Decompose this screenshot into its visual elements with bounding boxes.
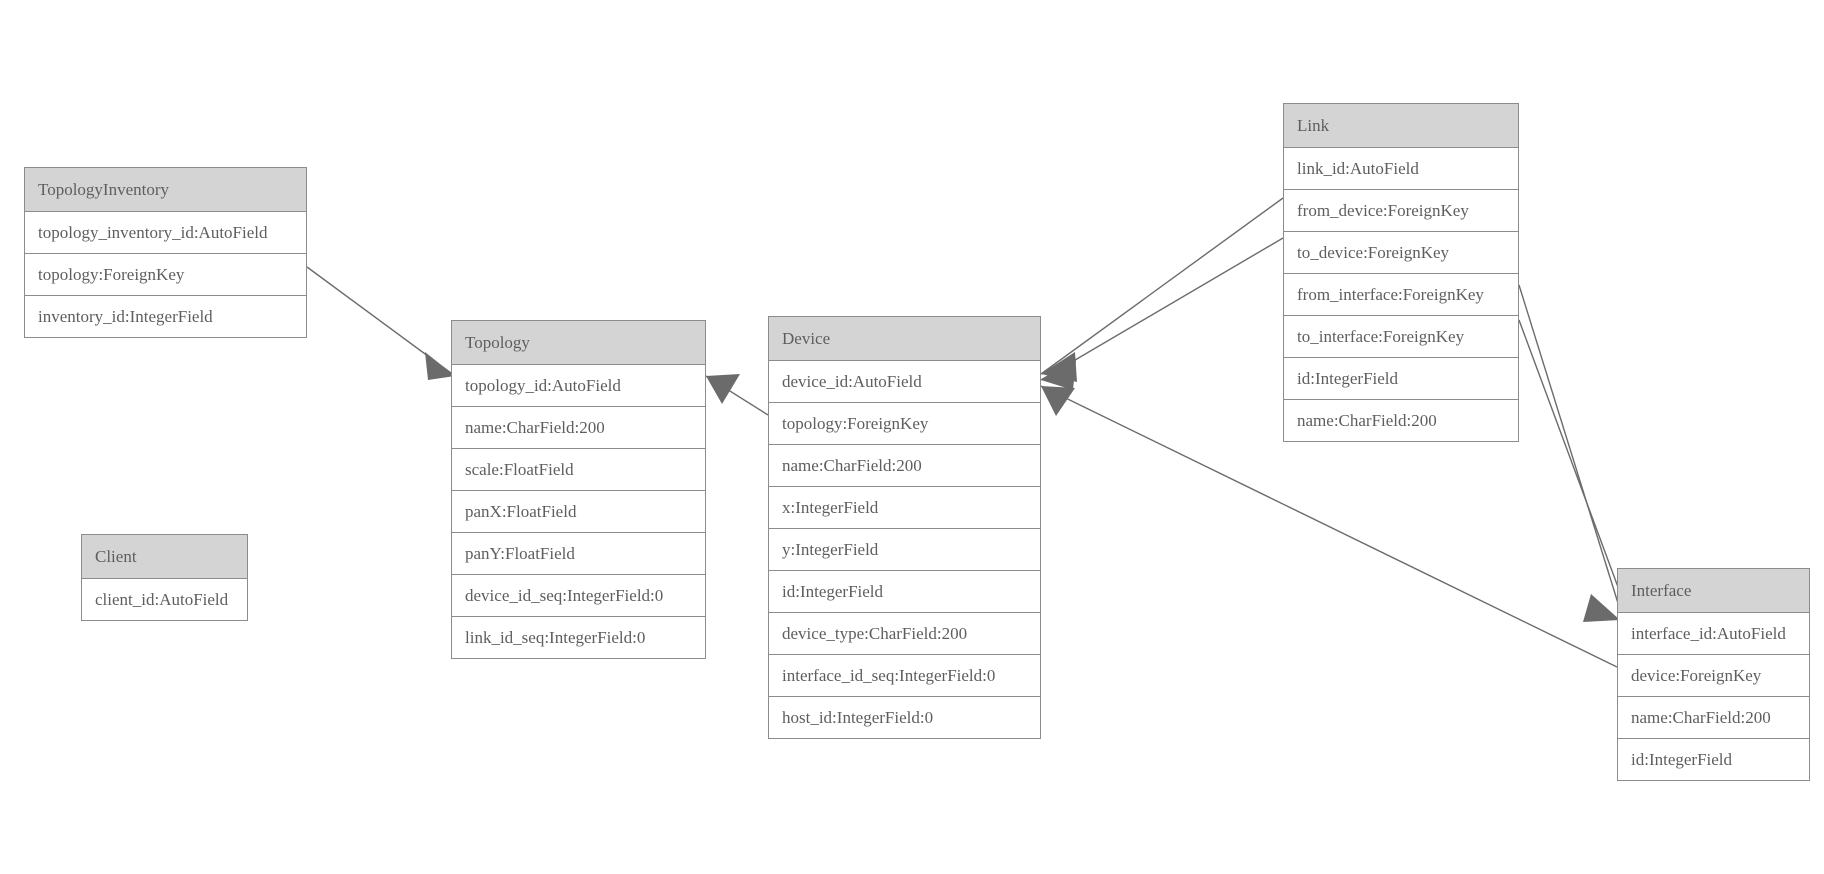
uml-attribute-row: id:IntegerField: [1284, 358, 1518, 400]
uml-attribute-row: from_device:ForeignKey: [1284, 190, 1518, 232]
uml-attribute-row: client_id:AutoField: [82, 579, 247, 620]
uml-class-topology[interactable]: Topology topology_id:AutoField name:Char…: [451, 320, 706, 659]
uml-attribute-row: device:ForeignKey: [1618, 655, 1809, 697]
uml-class-title-device: Device: [768, 316, 1041, 361]
uml-attribute-row: to_device:ForeignKey: [1284, 232, 1518, 274]
uml-attribute-row: panX:FloatField: [452, 491, 705, 533]
uml-attribute-row: id:IntegerField: [769, 571, 1040, 613]
edge-link-to-device: [1040, 237, 1284, 390]
uml-attribute-row: x:IntegerField: [769, 487, 1040, 529]
uml-attribute-row: name:CharField:200: [1618, 697, 1809, 739]
edge-link-to-interface: [1518, 319, 1629, 622]
uml-attribute-row: topology:ForeignKey: [769, 403, 1040, 445]
edge-topologyinventory-topology: [306, 266, 456, 380]
uml-attribute-row: topology:ForeignKey: [25, 254, 306, 296]
uml-class-topologyinventory[interactable]: TopologyInventory topology_inventory_id:…: [24, 167, 307, 338]
uml-attribute-row: host_id:IntegerField:0: [769, 697, 1040, 738]
uml-attribute-row: interface_id:AutoField: [1618, 613, 1809, 655]
uml-class-title-client: Client: [81, 534, 248, 579]
edge-link-from-device: [1040, 197, 1284, 382]
uml-class-title-link: Link: [1283, 103, 1519, 148]
edge-device-topology: [705, 374, 769, 416]
uml-attribute-row: interface_id_seq:IntegerField:0: [769, 655, 1040, 697]
uml-class-title-interface: Interface: [1617, 568, 1810, 613]
uml-attribute-row: scale:FloatField: [452, 449, 705, 491]
uml-class-title-topology: Topology: [451, 320, 706, 365]
uml-class-device[interactable]: Device device_id:AutoField topology:Fore…: [768, 316, 1041, 739]
edge-link-from-interface: [1518, 284, 1623, 617]
uml-attribute-row: inventory_id:IntegerField: [25, 296, 306, 337]
uml-attribute-row: name:CharField:200: [1284, 400, 1518, 441]
uml-attribute-row: y:IntegerField: [769, 529, 1040, 571]
uml-class-client[interactable]: Client client_id:AutoField: [81, 534, 248, 621]
uml-attribute-row: device_id:AutoField: [769, 361, 1040, 403]
uml-attribute-row: panY:FloatField: [452, 533, 705, 575]
uml-class-link[interactable]: Link link_id:AutoField from_device:Forei…: [1283, 103, 1519, 442]
uml-attribute-row: from_interface:ForeignKey: [1284, 274, 1518, 316]
uml-attribute-row: link_id_seq:IntegerField:0: [452, 617, 705, 658]
uml-attribute-row: to_interface:ForeignKey: [1284, 316, 1518, 358]
uml-class-interface[interactable]: Interface interface_id:AutoField device:…: [1617, 568, 1810, 781]
uml-attribute-row: name:CharField:200: [769, 445, 1040, 487]
uml-attribute-row: link_id:AutoField: [1284, 148, 1518, 190]
uml-attribute-row: id:IntegerField: [1618, 739, 1809, 780]
uml-attribute-row: name:CharField:200: [452, 407, 705, 449]
uml-attribute-row: topology_id:AutoField: [452, 365, 705, 407]
uml-attribute-row: device_type:CharField:200: [769, 613, 1040, 655]
uml-attribute-row: device_id_seq:IntegerField:0: [452, 575, 705, 617]
uml-attribute-row: topology_inventory_id:AutoField: [25, 212, 306, 254]
uml-class-title-topologyinventory: TopologyInventory: [24, 167, 307, 212]
